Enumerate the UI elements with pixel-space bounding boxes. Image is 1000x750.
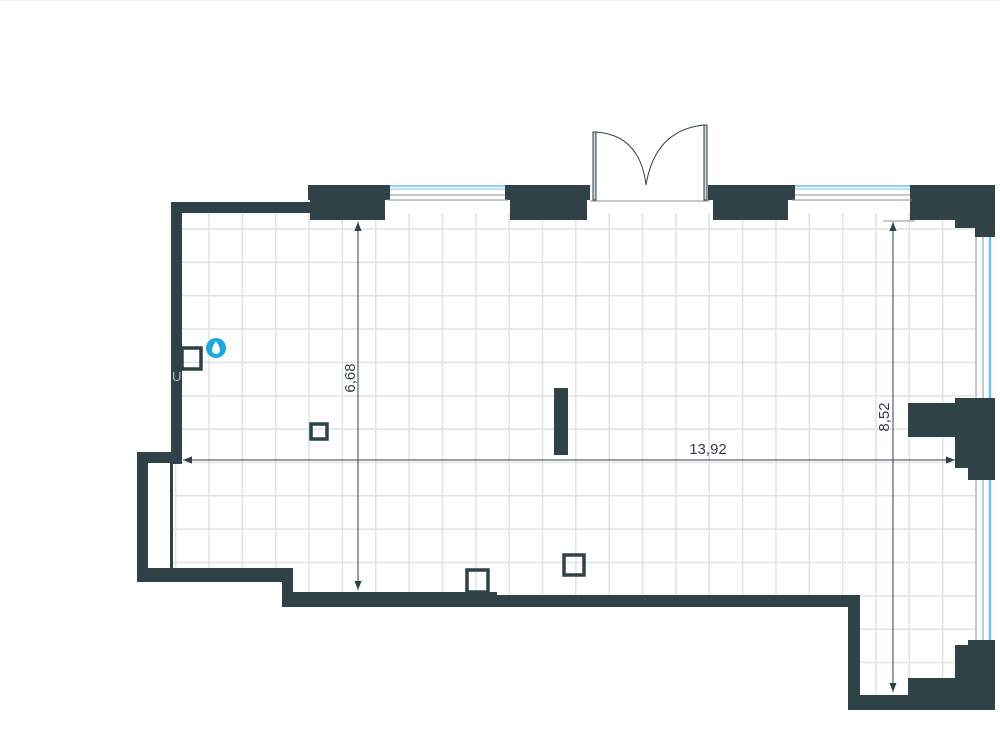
wall-left — [171, 202, 182, 464]
fixtures — [180, 346, 586, 594]
window-top-1 — [387, 185, 508, 201]
column-small — [309, 422, 329, 441]
dimension-label-right: 8,52 — [876, 402, 893, 431]
pier-1 — [308, 185, 390, 200]
windows — [387, 185, 992, 640]
wall-bottom-left — [137, 568, 293, 582]
window-right-1 — [975, 237, 992, 398]
window-top-2 — [792, 185, 912, 201]
water-drop-icon — [206, 338, 226, 358]
riser-left — [180, 346, 203, 371]
marker-label: U — [172, 369, 181, 384]
column-bar — [554, 388, 568, 455]
pier-3 — [708, 185, 795, 200]
wall-bottom-right — [848, 596, 860, 710]
dimensions — [183, 220, 955, 692]
column-bottom — [562, 553, 586, 577]
riser-bottom — [465, 568, 490, 594]
pier-2 — [505, 185, 590, 200]
dimension-label-width: 13,92 — [689, 441, 727, 458]
double-door — [590, 124, 710, 202]
walls — [137, 185, 995, 710]
wall-top-left — [171, 202, 311, 213]
corner-top-right — [910, 185, 995, 220]
window-right-2 — [975, 480, 992, 640]
dimension-label-left: 6,68 — [342, 363, 359, 392]
top-divider — [0, 0, 1000, 1]
wall-bump — [137, 452, 148, 582]
